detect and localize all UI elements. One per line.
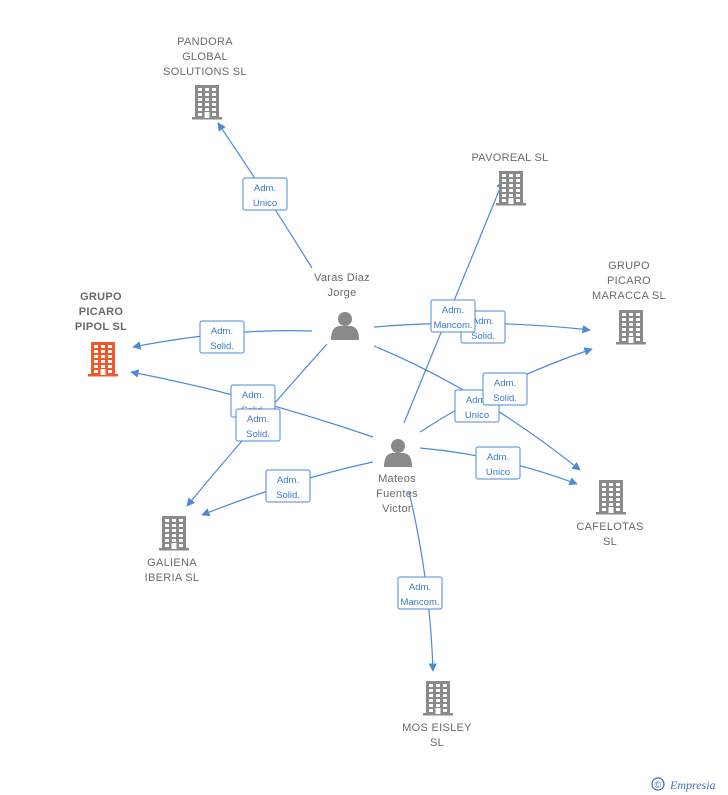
edge-label-text: Adm.	[247, 414, 269, 425]
building-icon[interactable]	[88, 342, 118, 377]
node-label-mateos[interactable]: Fuentes	[376, 488, 418, 500]
edge-label-box	[265, 469, 311, 503]
node-label-cafelotas[interactable]: SL	[603, 536, 617, 548]
edge-label-text: Solid.	[276, 490, 300, 501]
node-label-pipol[interactable]: PIPOL SL	[75, 321, 127, 333]
edge-label-text: Unico	[253, 198, 277, 209]
edge-label-text: Adm.	[494, 378, 516, 389]
building-icon[interactable]	[159, 516, 189, 551]
edge-label-text: Adm.	[442, 305, 464, 316]
node-label-pandora[interactable]: PANDORA	[177, 36, 233, 48]
edge-labels-layer: Adm.UnicoAdm.Solid.Adm.Solid.Adm.UnicoAd…	[199, 177, 528, 610]
node-label-cafelotas[interactable]: CAFELOTAS	[576, 521, 643, 533]
node-label-varas[interactable]: Jorge	[327, 287, 356, 299]
building-icon[interactable]	[423, 681, 453, 716]
edge-label-text: Adm.	[254, 183, 276, 194]
edge-label-mateos-maracca[interactable]: Adm. Solid.	[482, 372, 528, 406]
edge-label-text: Adm.	[242, 390, 264, 401]
nodes-layer: PANDORA GLOBAL SOLUTIONS SL PAVOREAL SL GRUP…	[75, 36, 666, 749]
edge-label-text: Solid.	[210, 341, 234, 352]
edge-label-text: Solid.	[471, 331, 495, 342]
node-label-galiena[interactable]: IBERIA SL	[145, 572, 200, 584]
edge-label-text: Adm.	[487, 452, 509, 463]
node-pipol[interactable]: GRUPO PICARO PIPOL SL	[75, 291, 127, 377]
building-icon[interactable]	[192, 85, 222, 120]
building-icon[interactable]	[496, 171, 526, 206]
edge-label-box	[397, 576, 443, 610]
edge-label-mateos-cafelotas[interactable]: Adm. Unico	[475, 446, 521, 480]
edge-label-text: Unico	[465, 410, 489, 421]
edge-label-text: Solid.	[246, 429, 270, 440]
edge-label-box	[242, 177, 288, 211]
node-label-moseisley[interactable]: MOS EISLEY	[402, 722, 472, 734]
building-icon[interactable]	[616, 310, 646, 345]
node-maracca[interactable]: GRUPO PICARO MARACCA SL	[592, 260, 666, 345]
edge-label-box	[235, 408, 281, 442]
edge-label-mateos-pavoreal[interactable]: Adm. Mancom.	[430, 299, 476, 333]
node-label-maracca[interactable]: GRUPO	[608, 260, 650, 272]
node-cafelotas[interactable]: CAFELOTAS SL	[576, 480, 643, 548]
copyright-symbol: ©	[655, 780, 662, 790]
node-label-maracca[interactable]: MARACCA SL	[592, 290, 666, 302]
node-label-pavoreal[interactable]: PAVOREAL SL	[471, 152, 548, 164]
edge-label-text: Adm.	[211, 326, 233, 337]
edge-label-mateos-moseisley[interactable]: Adm. Mancom.	[397, 576, 443, 610]
edge-label-text: Mancom.	[433, 320, 472, 331]
edge-label-box	[199, 320, 245, 354]
building-icon[interactable]	[596, 480, 626, 515]
person-icon[interactable]	[384, 439, 412, 467]
node-label-mateos[interactable]: Victor	[382, 503, 412, 515]
node-label-moseisley[interactable]: SL	[430, 737, 444, 749]
watermark: © Empresia	[651, 777, 716, 792]
node-label-maracca[interactable]: PICARO	[607, 275, 651, 287]
node-moseisley[interactable]: MOS EISLEY SL	[402, 681, 472, 749]
edge-label-box	[430, 299, 476, 333]
node-galiena[interactable]: GALIENA IBERIA SL	[145, 516, 200, 584]
node-label-pandora[interactable]: GLOBAL	[182, 51, 228, 63]
node-label-varas[interactable]: Varas Diaz	[314, 272, 370, 284]
edge-label-varas-pandora[interactable]: Adm. Unico	[242, 177, 288, 211]
person-icon[interactable]	[331, 312, 359, 340]
node-pandora[interactable]: PANDORA GLOBAL SOLUTIONS SL	[163, 36, 247, 120]
node-label-pipol[interactable]: GRUPO	[80, 291, 122, 303]
edge-label-varas-pipol[interactable]: Adm. Solid.	[199, 320, 245, 354]
node-label-mateos[interactable]: Mateos	[378, 473, 416, 485]
edge-label-box	[482, 372, 528, 406]
edge-label-box	[475, 446, 521, 480]
node-label-galiena[interactable]: GALIENA	[147, 557, 197, 569]
edge-label-text: Adm.	[277, 475, 299, 486]
edge-label-mateos-galiena[interactable]: Adm. Solid.	[265, 469, 311, 503]
node-label-pandora[interactable]: SOLUTIONS SL	[163, 66, 247, 78]
edge-label-text: Unico	[486, 467, 510, 478]
edge-label-mateos-pipol[interactable]: Adm. Solid.	[235, 408, 281, 442]
brand-text[interactable]: Empresia	[669, 778, 716, 792]
edge-label-text: Adm.	[409, 582, 431, 593]
node-label-pipol[interactable]: PICARO	[79, 306, 124, 318]
edge-label-text: Solid.	[493, 393, 517, 404]
edge-label-text: Adm.	[466, 395, 488, 406]
edge-label-text: Mancom.	[400, 597, 439, 608]
edge-label-text: Adm.	[472, 316, 494, 327]
node-pavoreal[interactable]: PAVOREAL SL	[471, 152, 548, 206]
